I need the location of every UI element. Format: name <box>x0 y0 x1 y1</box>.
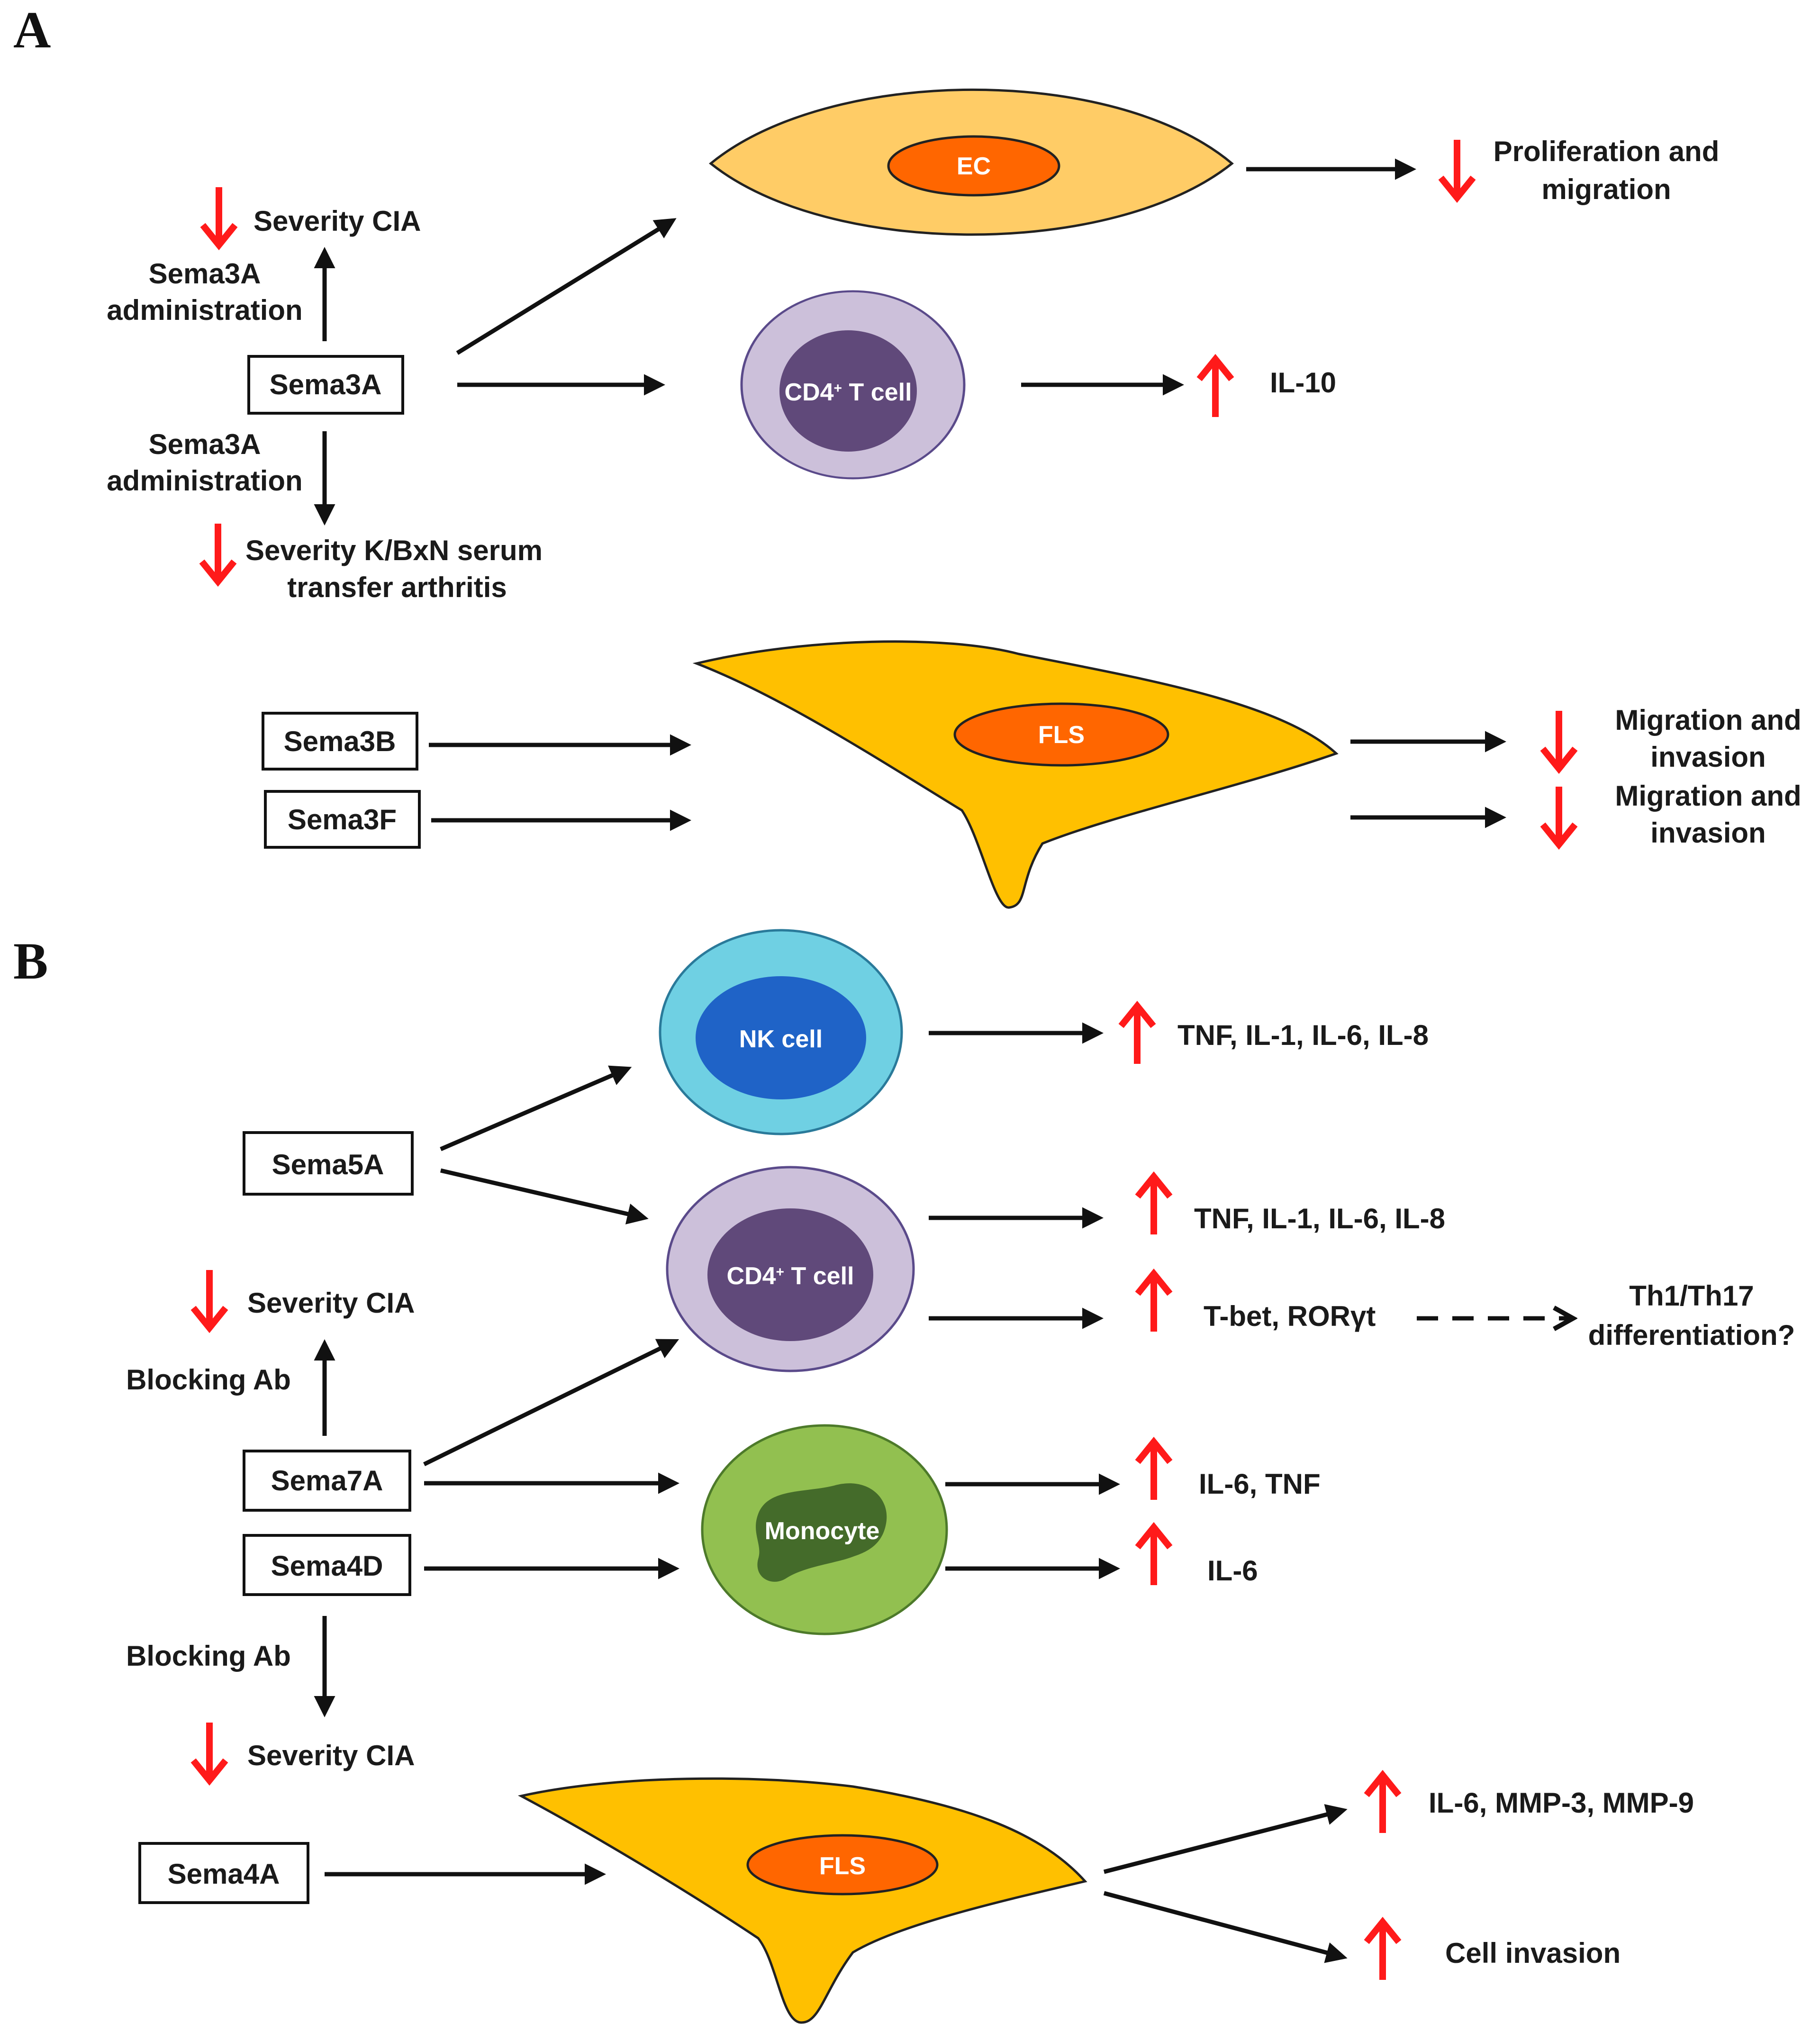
mono-out-2-label: IL-6 <box>1207 1555 1258 1587</box>
arrow-fls-out-2 <box>1103 1891 1348 1963</box>
red-up-arrow <box>1121 1006 1153 1064</box>
prolif-label-2: migration <box>1541 173 1671 205</box>
nk-out-label: TNF, IL-1, IL-6, IL-8 <box>1177 1019 1429 1051</box>
kbxn-label-1: Severity K/BxN serum <box>245 535 543 566</box>
nk-cell: NK cell <box>659 929 903 1135</box>
sema3f-label: Sema3F <box>288 804 397 835</box>
panel-a-label: A <box>13 1 51 59</box>
cd4-label: CD4+ T cell <box>785 379 912 406</box>
arrow-sema5a-cd4 <box>440 1168 649 1225</box>
tbet-label: T-bet, RORγt <box>1204 1300 1376 1332</box>
arrow-sema5a-nk <box>440 1065 632 1152</box>
fls-label: FLS <box>1038 721 1085 749</box>
red-down-arrow <box>1441 140 1473 198</box>
arrow-sema7a-cd4 <box>423 1339 679 1467</box>
red-up-arrow <box>1199 359 1231 417</box>
prolif-label-1: Proliferation and <box>1494 136 1720 167</box>
monocyte-label: Monocyte <box>765 1517 880 1545</box>
sema4d-label: Sema4D <box>271 1550 383 1582</box>
severity-cia-bottom-label: Severity CIA <box>247 1740 415 1771</box>
red-up-arrow <box>1138 1527 1170 1585</box>
nk-label: NK cell <box>739 1025 823 1053</box>
monocyte-cell: Monocyte <box>701 1424 948 1635</box>
cd4-t-cell: CD4+ T cell <box>666 1166 915 1372</box>
arrow-sema3a-ec <box>456 218 677 355</box>
admin-bottom-1: Sema3A <box>149 428 261 460</box>
il10-label: IL-10 <box>1270 367 1336 399</box>
sema3a-box <box>247 355 404 415</box>
admin-top-2: administration <box>107 294 302 326</box>
sema4d-box <box>243 1534 411 1596</box>
red-up-arrow <box>1367 1922 1399 1980</box>
kbxn-label-2: transfer arthritis <box>287 572 507 603</box>
fls-out-1-label: IL-6, MMP-3, MMP-9 <box>1429 1787 1694 1819</box>
mig1-label-1: Migration and <box>1615 704 1801 736</box>
red-up-arrow <box>1138 1442 1170 1500</box>
blocking-ab-top-label: Blocking Ab <box>126 1364 291 1396</box>
fls-cell: FLS <box>692 640 1339 909</box>
red-up-arrow <box>1138 1177 1170 1234</box>
sema3f-box <box>264 790 421 849</box>
cd4-label: CD4+ T cell <box>727 1262 854 1290</box>
sema3b-label: Sema3B <box>284 726 396 757</box>
sema4a-label: Sema4A <box>168 1858 280 1890</box>
blocking-ab-bottom-label: Blocking Ab <box>126 1640 291 1672</box>
mig2-label-2: invasion <box>1650 817 1766 849</box>
admin-bottom-2: administration <box>107 465 302 497</box>
red-down-arrow <box>193 1270 226 1328</box>
th-label-1: Th1/Th17 <box>1629 1280 1754 1312</box>
mono-out-1-label: IL-6, TNF <box>1199 1468 1321 1500</box>
panel-b-label: B <box>13 932 48 990</box>
red-down-arrow <box>202 524 234 581</box>
sema4a-box <box>138 1842 309 1904</box>
fls-cell: FLS <box>517 1777 1087 2024</box>
severity-cia-top-label: Severity CIA <box>247 1287 415 1319</box>
mig1-label-2: invasion <box>1650 741 1766 773</box>
ec-cell: EC <box>709 88 1234 236</box>
admin-top-1: Sema3A <box>149 258 261 290</box>
sema5a-box <box>243 1131 414 1196</box>
red-down-arrow <box>1543 711 1575 769</box>
fls-label: FLS <box>819 1852 866 1880</box>
mig2-label-1: Migration and <box>1615 780 1801 812</box>
arrow-fls-out-1 <box>1103 1804 1348 1874</box>
sema5a-label: Sema5A <box>272 1149 384 1180</box>
sema3a-label: Sema3A <box>270 369 382 400</box>
red-down-arrow <box>193 1723 226 1780</box>
sema7a-box <box>243 1450 411 1512</box>
red-up-arrow <box>1138 1274 1170 1332</box>
ec-label: EC <box>957 153 991 180</box>
red-down-arrow <box>203 187 235 245</box>
cd4-out-label: TNF, IL-1, IL-6, IL-8 <box>1194 1203 1445 1234</box>
red-up-arrow <box>1367 1775 1399 1833</box>
sema3b-box <box>262 712 418 771</box>
fls-out-2-label: Cell invasion <box>1445 1937 1621 1969</box>
cd4-t-cell: CD4+ T cell <box>740 290 966 480</box>
sema7a-label: Sema7A <box>271 1465 383 1497</box>
red-down-arrow <box>1543 787 1575 844</box>
severity-cia-label: Severity CIA <box>254 205 421 237</box>
th-label-2: differentiation? <box>1588 1319 1795 1351</box>
